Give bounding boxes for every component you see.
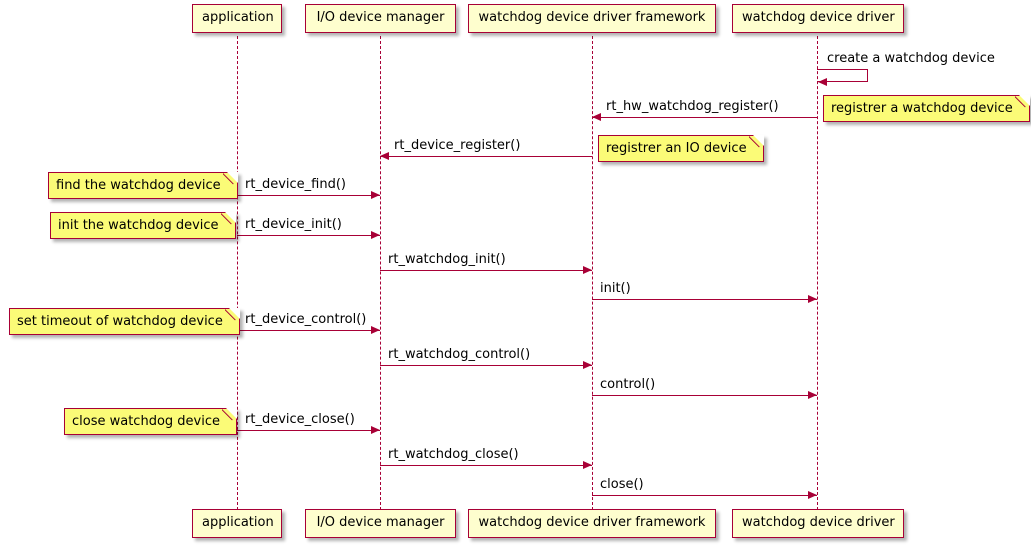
message-label-rt-watchdog-control: rt_watchdog_control() xyxy=(388,347,531,362)
note-close-watchdog-device[interactable]: close watchdog device xyxy=(64,408,237,435)
message-line-rt-hw-watchdog-register xyxy=(592,117,817,118)
participant-watchdog-framework-top[interactable]: watchdog device driver framework xyxy=(468,4,716,33)
message-label-rt-hw-watchdog-register: rt_hw_watchdog_register() xyxy=(606,99,779,114)
message-line-rt-device-find xyxy=(237,195,380,196)
arrow-head-rt-device-close xyxy=(371,426,380,434)
message-line-init xyxy=(592,299,817,300)
message-label-control: control() xyxy=(600,377,656,392)
arrow-head-control xyxy=(808,391,817,399)
message-label-rt-device-register: rt_device_register() xyxy=(394,138,521,153)
arrow-head-close xyxy=(808,491,817,499)
participant-io-device-manager-top[interactable]: I/O device manager xyxy=(305,4,456,33)
message-line-rt-device-close xyxy=(237,430,380,431)
lifeline-watchdog-framework xyxy=(592,36,593,510)
message-label-rt-watchdog-close: rt_watchdog_close() xyxy=(388,447,519,462)
message-label-rt-watchdog-init: rt_watchdog_init() xyxy=(388,252,506,267)
message-line-close xyxy=(592,495,817,496)
note-fold-edge-icon xyxy=(749,135,764,150)
message-label-close: close() xyxy=(600,477,644,492)
lifeline-watchdog-driver xyxy=(817,36,818,510)
participant-watchdog-driver-top[interactable]: watchdog device driver xyxy=(732,4,904,33)
self-call-loop-create-watchdog-device xyxy=(817,69,868,82)
message-label-rt-device-init: rt_device_init() xyxy=(245,217,342,232)
arrow-head-rt-device-control xyxy=(371,326,380,334)
arrow-head-create-watchdog-device xyxy=(818,78,827,86)
note-registrer-an-io-device[interactable]: registrer an IO device xyxy=(598,135,764,162)
participant-application-top[interactable]: application xyxy=(192,4,282,33)
message-label-rt-device-close: rt_device_close() xyxy=(245,412,355,427)
message-line-control xyxy=(592,395,817,396)
note-registrer-a-watchdog-device[interactable]: registrer a watchdog device xyxy=(823,95,1030,122)
arrow-head-rt-device-init xyxy=(371,231,380,239)
note-find-the-watchdog-device[interactable]: find the watchdog device xyxy=(48,172,238,199)
arrow-head-rt-device-register xyxy=(380,152,389,160)
message-line-rt-device-init xyxy=(237,235,380,236)
note-text: registrer a watchdog device xyxy=(831,101,1013,116)
message-line-rt-watchdog-control xyxy=(380,365,592,366)
note-fold-edge-icon xyxy=(222,408,237,423)
note-fold-edge-icon xyxy=(1015,95,1030,110)
arrow-head-rt-watchdog-close xyxy=(583,461,592,469)
note-fold-edge-icon xyxy=(223,172,238,187)
note-fold-edge-icon xyxy=(225,308,240,323)
message-label-init: init() xyxy=(600,281,631,296)
message-label-rt-device-find: rt_device_find() xyxy=(245,177,346,192)
message-label-create-a-watchdog-device: create a watchdog device xyxy=(827,51,995,66)
lifeline-application xyxy=(237,36,238,510)
note-text: find the watchdog device xyxy=(56,178,221,193)
note-fold-edge-icon xyxy=(221,212,236,227)
arrow-head-rt-hw-watchdog-register xyxy=(592,113,601,121)
participant-io-device-manager-bottom[interactable]: I/O device manager xyxy=(305,509,456,538)
note-text: close watchdog device xyxy=(72,414,220,429)
note-text: set timeout of watchdog device xyxy=(17,314,223,329)
message-line-rt-watchdog-init xyxy=(380,270,592,271)
arrow-head-rt-watchdog-init xyxy=(583,266,592,274)
lifeline-io-device-manager xyxy=(380,36,381,510)
arrow-head-init xyxy=(808,295,817,303)
arrow-head-rt-watchdog-control xyxy=(583,361,592,369)
participant-application-bottom[interactable]: application xyxy=(192,509,282,538)
message-label-rt-device-control: rt_device_control() xyxy=(245,312,367,327)
participant-watchdog-framework-bottom[interactable]: watchdog device driver framework xyxy=(468,509,716,538)
note-init-the-watchdog-device[interactable]: init the watchdog device xyxy=(50,212,236,239)
arrow-head-rt-device-find xyxy=(371,191,380,199)
message-line-rt-device-control xyxy=(237,330,380,331)
note-set-timeout-of-watchdog-device[interactable]: set timeout of watchdog device xyxy=(9,308,240,335)
note-text: registrer an IO device xyxy=(606,141,747,156)
message-line-rt-device-register xyxy=(380,156,592,157)
note-text: init the watchdog device xyxy=(58,218,219,233)
message-line-rt-watchdog-close xyxy=(380,465,592,466)
participant-watchdog-driver-bottom[interactable]: watchdog device driver xyxy=(732,509,904,538)
